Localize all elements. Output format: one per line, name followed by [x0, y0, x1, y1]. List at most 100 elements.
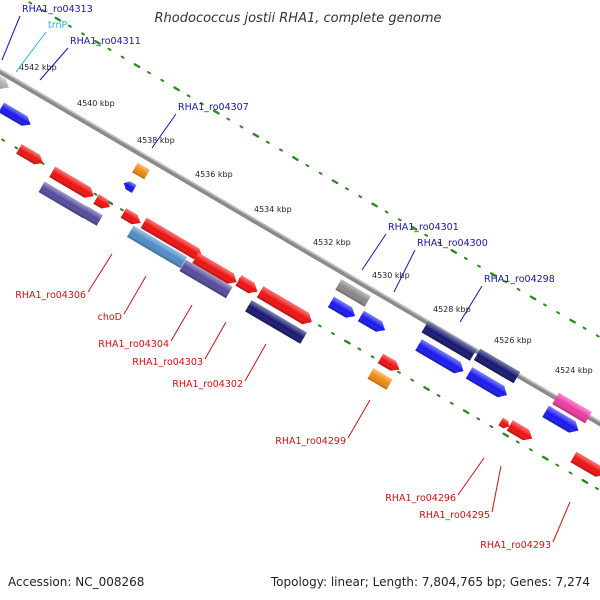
scale-tick	[462, 409, 470, 415]
scale-tick	[173, 86, 181, 92]
gene-feature	[542, 405, 579, 433]
scale-tick	[502, 432, 510, 438]
label-callout-line	[123, 275, 147, 315]
gene-feature	[123, 181, 137, 193]
scale-tick-label: 4524 kbp	[555, 366, 593, 375]
scale-tick	[582, 326, 587, 330]
gene-feature	[38, 181, 90, 219]
gene-label[interactable]: trnP	[48, 20, 67, 31]
gene-label[interactable]: RHA1_ro04306	[15, 290, 86, 301]
scale-tick	[449, 401, 454, 405]
scale-tick-label: 4540 kbp	[77, 99, 115, 108]
gene-feature	[93, 194, 110, 209]
gene-feature	[377, 353, 400, 371]
gene-feature	[120, 208, 141, 225]
gene-feature	[335, 279, 371, 307]
scale-tick	[199, 102, 204, 106]
scale-tick	[436, 393, 441, 398]
scale-tick	[503, 280, 508, 284]
gene-label[interactable]: RHA1_ro04313	[22, 4, 93, 15]
gene-label[interactable]: RHA1_ro04299	[275, 436, 346, 447]
scale-tick	[476, 417, 481, 421]
gene-feature	[245, 300, 307, 344]
gene-feature	[192, 252, 237, 284]
scale-tick-label: 4536 kbp	[195, 170, 233, 179]
scale-tick	[358, 194, 363, 199]
scale-tick	[541, 455, 549, 461]
label-callout-line	[39, 47, 69, 81]
gene-label[interactable]: RHA1_ro04298	[484, 274, 555, 285]
gene-label[interactable]: RHA1_ro04302	[172, 379, 243, 390]
scale-tick	[594, 486, 599, 491]
scale-tick	[239, 125, 244, 129]
gene-feature	[81, 206, 103, 226]
scale-tick	[397, 218, 402, 222]
gene-label[interactable]: RHA1_ro04301	[388, 222, 459, 233]
scale-tick	[252, 132, 260, 138]
gene-feature	[235, 275, 258, 294]
scale-tick	[331, 332, 335, 336]
label-callout-line	[491, 465, 502, 513]
label-callout-line	[393, 249, 416, 293]
scale-tick	[81, 32, 86, 36]
scale-tick	[463, 256, 468, 261]
gene-feature	[465, 367, 507, 398]
scale-tick-label: 4526 kbp	[494, 336, 532, 345]
gene-label[interactable]: RHA1_ro04307	[178, 102, 249, 113]
scale-tick	[28, 1, 33, 5]
label-callout-line	[87, 253, 113, 293]
gene-feature	[570, 451, 600, 477]
scale-tick	[107, 47, 112, 51]
gene-labels: RHA1_ro04313 trnPRHA1_ro04311RHA1_ro04307…	[15, 4, 555, 551]
scale-tick	[133, 63, 141, 69]
scale-tick	[212, 109, 220, 115]
gene-feature	[357, 310, 386, 332]
gene-features	[0, 67, 600, 477]
accession-text: Accession: NC_008268	[8, 575, 144, 589]
gene-label[interactable]: RHA1_ro04303	[132, 357, 203, 368]
scale-tick	[529, 295, 537, 301]
label-callout-line	[151, 113, 177, 149]
scale-tick	[450, 248, 458, 254]
scale-tick	[370, 355, 375, 359]
scale-tick	[568, 471, 573, 475]
scale-tick	[279, 148, 283, 152]
scale-tick	[357, 347, 362, 351]
gene-feature	[0, 67, 9, 89]
scale-tick-label: 4542 kbp	[19, 63, 57, 72]
scale-tick	[226, 117, 231, 121]
scale-tick	[265, 140, 270, 144]
scale-tick	[543, 303, 547, 307]
gene-label[interactable]: RHA1_ro04295	[419, 510, 490, 521]
gene-feature	[367, 368, 393, 390]
label-callout-line	[457, 457, 485, 496]
gene-label[interactable]: choD	[98, 312, 122, 323]
gene-feature	[132, 162, 150, 180]
scale-tick	[305, 164, 310, 168]
scale-tick	[410, 225, 418, 231]
gene-feature	[421, 321, 477, 361]
gene-label[interactable]: RHA1_ro04293	[480, 540, 551, 551]
gene-label[interactable]: RHA1_ro04311	[70, 36, 141, 47]
scale-tick	[424, 233, 429, 237]
scale-tick	[516, 287, 521, 291]
scale-tick	[437, 241, 442, 245]
label-callout-line	[361, 233, 387, 271]
scale-tick	[14, 146, 19, 150]
scale-tick-label: 4538 kbp	[137, 136, 175, 145]
gene-feature	[0, 102, 31, 126]
scale-tick	[186, 94, 191, 98]
scale-tick	[93, 192, 98, 196]
gene-feature	[179, 259, 233, 299]
label-callouts	[1, 15, 571, 543]
gene-label[interactable]: RHA1_ro04304	[98, 339, 169, 350]
scale-tick	[120, 55, 125, 59]
gene-label[interactable]: RHA1_ro04296	[385, 493, 456, 504]
label-callout-line	[204, 321, 227, 360]
map-title: Rhodococcus jostii RHA1, complete genome	[155, 11, 442, 26]
gene-label[interactable]: RHA1_ro04300	[417, 238, 488, 249]
gene-feature	[506, 420, 533, 441]
label-callout-line	[552, 501, 571, 543]
gene-feature	[415, 339, 464, 374]
